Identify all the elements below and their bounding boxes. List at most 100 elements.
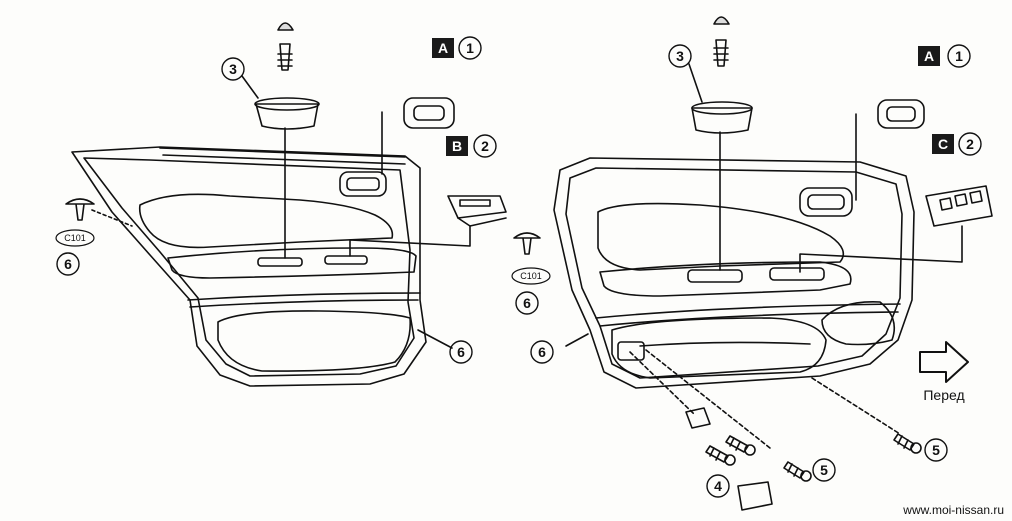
left-door-handle-bezel-in-panel-inner bbox=[346, 177, 380, 191]
left-window-switch-base bbox=[457, 217, 507, 227]
left-callout-1: 1 bbox=[466, 40, 474, 56]
left-grab-cap bbox=[277, 22, 294, 31]
left-window-switch bbox=[447, 195, 507, 219]
right-panel-leader bbox=[565, 333, 589, 347]
right-letter-box-a bbox=[918, 46, 940, 66]
right-callout-5-mid: 5 bbox=[820, 462, 828, 478]
left-door-panel bbox=[71, 146, 427, 387]
right-callout-1: 1 bbox=[955, 48, 963, 64]
right-door-handle-bezel-in-panel bbox=[799, 187, 853, 217]
right-callout-5-right: 5 bbox=[932, 442, 940, 458]
left-door-map-pocket bbox=[217, 310, 412, 372]
right-bolt-4 bbox=[705, 445, 736, 466]
right-door-speaker bbox=[821, 301, 896, 346]
left-door-armrest-slot-1 bbox=[257, 257, 303, 267]
right-door-armrest bbox=[599, 261, 852, 297]
left-callout-6-panel-circle bbox=[449, 340, 473, 364]
right-callout-2: 2 bbox=[966, 136, 974, 152]
left-callout-3-leader bbox=[241, 75, 259, 99]
left-clip-leader bbox=[91, 209, 133, 227]
right-door-map-pocket bbox=[611, 317, 827, 379]
right-bolt-mid-leader bbox=[645, 349, 771, 449]
right-handle-escutcheon bbox=[877, 99, 925, 129]
right-trim-clip bbox=[513, 232, 541, 255]
right-door-upper-pocket bbox=[597, 202, 845, 271]
right-clip-code: C101 bbox=[520, 271, 542, 281]
left-callout-3: 3 bbox=[229, 61, 237, 77]
right-callout-3-circle bbox=[668, 44, 692, 68]
left-grab-screw bbox=[277, 43, 293, 71]
left-door-armrest bbox=[167, 247, 417, 279]
left-letter-a: A bbox=[438, 40, 448, 56]
left-window-switch-button bbox=[459, 199, 491, 207]
right-bolt-4b bbox=[725, 435, 756, 456]
right-callout-4: 4 bbox=[714, 478, 722, 494]
right-grab-cap bbox=[713, 16, 730, 25]
right-door-map-pocket-lip bbox=[639, 341, 811, 347]
right-callout-2-circle bbox=[958, 132, 982, 156]
left-door-handle-bezel-in-panel bbox=[339, 171, 387, 197]
right-bracket-leader bbox=[629, 351, 695, 415]
left-switch-leader bbox=[349, 225, 471, 257]
right-lower-bracket bbox=[685, 407, 711, 429]
right-bolt-right-leader bbox=[811, 377, 901, 435]
right-callout-6-clip-circle bbox=[515, 291, 539, 315]
left-callout-2: 2 bbox=[481, 138, 489, 154]
right-clip-code-oval bbox=[511, 267, 551, 285]
right-lower-plug bbox=[737, 481, 773, 511]
left-callout-3-circle bbox=[221, 57, 245, 81]
left-handle-escutcheon bbox=[403, 97, 455, 129]
right-window-switch-buttons bbox=[939, 190, 983, 211]
right-letter-a: A bbox=[924, 48, 934, 64]
left-panel-leader bbox=[417, 329, 453, 349]
left-callout-6-clip-circle bbox=[56, 252, 80, 276]
right-door-panel bbox=[553, 157, 915, 389]
left-callout-6-clip: 6 bbox=[64, 256, 72, 272]
right-callout-3-leader bbox=[688, 63, 703, 103]
right-grab-screw bbox=[713, 39, 729, 67]
left-door-assembly bbox=[65, 22, 507, 387]
right-letter-c: C bbox=[938, 136, 948, 152]
right-callout-6-clip: 6 bbox=[523, 295, 531, 311]
right-window-switch bbox=[925, 185, 993, 227]
right-grab-cup bbox=[691, 107, 753, 134]
right-door-panel-inner-edge bbox=[565, 167, 903, 379]
right-callout-5-mid-circle bbox=[812, 458, 836, 482]
left-door-armrest-slot-2 bbox=[324, 255, 368, 265]
left-clip-code: C101 bbox=[64, 233, 86, 243]
right-door-armrest-switch-slot bbox=[769, 267, 825, 281]
right-callout-3: 3 bbox=[676, 48, 684, 64]
right-callout-4-circle bbox=[706, 474, 730, 498]
left-letter-box-a bbox=[432, 38, 454, 58]
left-callout-1-circle bbox=[458, 36, 482, 60]
right-grab-cup-rim bbox=[691, 101, 753, 115]
left-grab-cup bbox=[255, 103, 319, 130]
right-callout-6-panel-circle bbox=[530, 340, 554, 364]
watermark: www.moi-nissan.ru bbox=[902, 503, 1004, 517]
right-handle-escutcheon-inner bbox=[886, 106, 916, 122]
left-clip-code-oval bbox=[55, 229, 95, 247]
right-door-contour bbox=[595, 303, 901, 327]
right-letter-box-c bbox=[932, 134, 954, 154]
front-direction-arrow bbox=[919, 341, 969, 383]
left-door-upper-pocket bbox=[138, 193, 394, 249]
right-door-lower-opening bbox=[617, 341, 645, 361]
left-door-panel-inner-edge bbox=[83, 157, 415, 377]
right-door-handle-bezel-in-panel-inner bbox=[807, 194, 845, 210]
left-letter-b: B bbox=[452, 138, 462, 154]
right-switch-leader bbox=[799, 225, 963, 273]
right-bolt-5-right bbox=[893, 433, 922, 454]
left-trim-clip bbox=[65, 198, 95, 221]
left-letter-box-b bbox=[446, 136, 468, 156]
right-door-assembly bbox=[513, 16, 993, 511]
left-callout-6-panel: 6 bbox=[457, 344, 465, 360]
left-grab-cup-rim bbox=[254, 97, 320, 111]
right-callout-1-circle bbox=[947, 44, 971, 68]
left-door-contour bbox=[187, 292, 421, 308]
left-door-sill bbox=[159, 147, 406, 165]
left-callout-2-circle bbox=[473, 134, 497, 158]
front-direction-label: Перед bbox=[923, 387, 964, 403]
right-callout-5-right-circle bbox=[924, 438, 948, 462]
